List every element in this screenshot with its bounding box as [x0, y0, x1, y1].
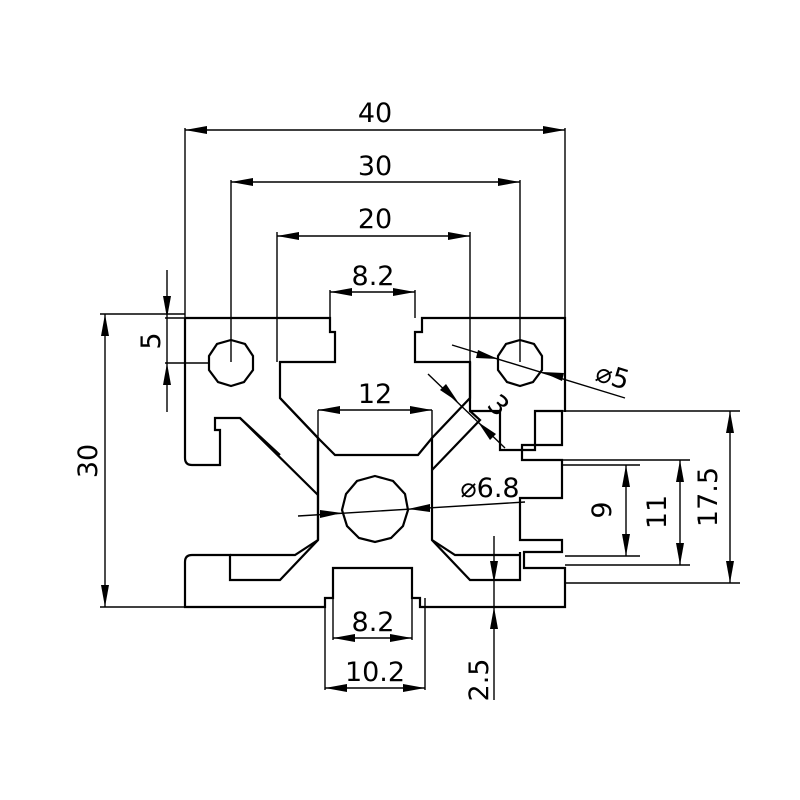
- hole-small-left: [207, 338, 255, 388]
- dimension-lines: [101, 126, 734, 700]
- hole-small-right: [496, 338, 544, 388]
- dim-label-5: 5: [136, 332, 167, 349]
- hole-large-center: [340, 474, 410, 544]
- extension-lines: [100, 128, 740, 690]
- core-channel: [317, 437, 433, 457]
- profile-outline: [183, 316, 567, 609]
- dim-label-8-2-bottom: 8.2: [352, 607, 395, 638]
- dim-label-3: 3: [481, 389, 515, 423]
- inner-wall-right: [431, 410, 520, 557]
- dim-label-11: 11: [642, 495, 673, 529]
- outer-contour: [183, 316, 567, 609]
- mounting-holes: [207, 338, 544, 544]
- dim-label-10-2: 10.2: [345, 657, 405, 688]
- dim-label-8-2-top: 8.2: [352, 261, 395, 292]
- dim-label-2-5: 2.5: [464, 659, 495, 702]
- dim-label-20: 20: [358, 204, 392, 235]
- dim-label-30-width: 30: [358, 151, 392, 182]
- left-upper-slot: [183, 318, 281, 467]
- dim-label-diameter-5: ⌀5: [592, 357, 633, 396]
- dim-label-9: 9: [587, 501, 618, 518]
- dim-label-30-height: 30: [73, 444, 104, 478]
- dim-label-12: 12: [358, 379, 392, 410]
- inner-wall-left: [230, 417, 319, 557]
- dim-label-40: 40: [358, 98, 392, 129]
- dim-label-diameter-6-8: ⌀6.8: [460, 473, 519, 504]
- central-core: [279, 362, 522, 582]
- dim-label-17-5: 17.5: [693, 467, 724, 527]
- dimension-labels: 40 30 20 8.2 5 30 12 ⌀5 3 ⌀6.8 9 11 17.5…: [73, 98, 724, 701]
